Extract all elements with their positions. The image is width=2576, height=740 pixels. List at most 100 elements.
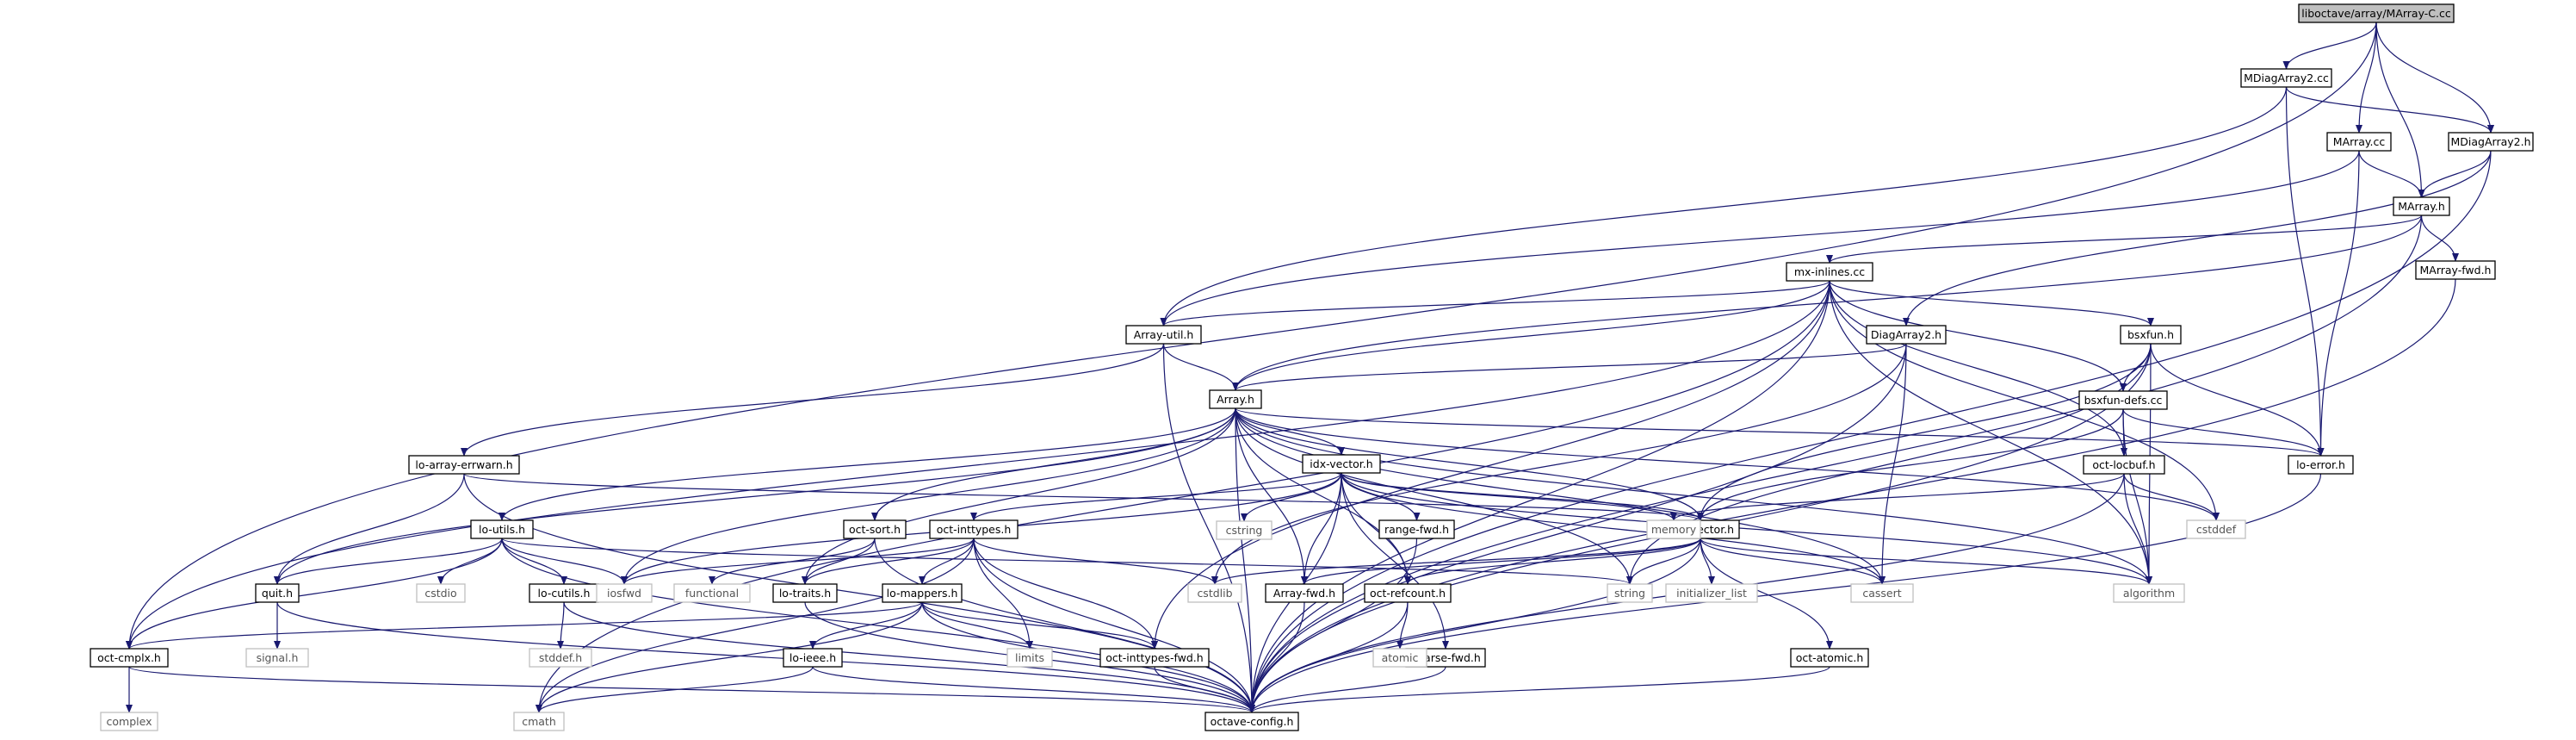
node-bsxfun_h[interactable]: bsxfun.h <box>2120 325 2182 345</box>
edge-oct_inttypes_h-to-oct_inttypes_fwd_h <box>973 538 1158 650</box>
edge-marray_h-to-marray_fwd_h <box>2420 215 2459 262</box>
node-range_fwd_h[interactable]: range-fwd.h <box>1378 519 1455 539</box>
node-lo_array_errwarn_h[interactable]: lo-array-errwarn.h <box>408 455 520 475</box>
edge-mx_inlines_cc-to-oct_cmplx_h <box>126 280 1830 650</box>
node-oct_locbuf_h[interactable]: oct-locbuf.h <box>2083 455 2165 475</box>
edge-marray_h-to-mx_inlines_cc <box>1826 215 2423 264</box>
node-marray_c_cc[interactable]: liboctave/array/MArray-C.cc <box>2298 3 2455 23</box>
node-oct_refcount_h[interactable]: oct-refcount.h <box>1364 583 1452 603</box>
node-label: oct-atomic.h <box>1796 651 1864 664</box>
node-label: octave-config.h <box>1211 715 1294 728</box>
edge-dim_vector_h-to-algorithm <box>1700 538 2152 585</box>
edge-lo_mappers_h-to-cmath <box>536 601 923 713</box>
node-label: liboctave/array/MArray-C.cc <box>2301 7 2451 20</box>
node-oct_atomic_h[interactable]: oct-atomic.h <box>1790 648 1869 668</box>
node-array_fwd_h[interactable]: Array-fwd.h <box>1265 583 1344 603</box>
edge-array_h-to-algorithm <box>1235 407 2152 585</box>
edge-mx_inlines_cc-to-array_util_h <box>1160 280 1830 326</box>
node-label: oct-refcount.h <box>1370 587 1446 600</box>
node-label: functional <box>685 587 739 600</box>
node-mx_inlines_cc[interactable]: mx-inlines.cc <box>1786 262 1873 282</box>
node-oct_cmplx_h[interactable]: oct-cmplx.h <box>90 648 169 668</box>
node-complex: complex <box>100 712 158 731</box>
edge-oct_refcount_h-to-octave_config_h <box>1248 601 1409 713</box>
node-oct_sort_h[interactable]: oct-sort.h <box>843 519 907 539</box>
node-array_h[interactable]: Array.h <box>1209 389 1262 409</box>
node-label: oct-cmplx.h <box>97 651 161 664</box>
node-oct_inttypes_h[interactable]: oct-inttypes.h <box>929 519 1019 539</box>
edge-mx_inlines_cc-to-bsxfun_h <box>1829 280 2154 326</box>
edge-lo_utils_h-to-quit_h <box>274 538 503 585</box>
node-diagarray2_h[interactable]: DiagArray2.h <box>1866 325 1947 345</box>
node-label: oct-inttypes-fwd.h <box>1105 651 1203 664</box>
edge-marray_c_cc-to-mdiagarray2_cc <box>2282 22 2377 70</box>
node-lo_mappers_h[interactable]: lo-mappers.h <box>882 583 963 603</box>
node-mdiagarray2_h[interactable]: MDiagArray2.h <box>2448 132 2534 152</box>
node-label: Array-fwd.h <box>1273 587 1335 600</box>
node-label: MDiagArray2.h <box>2451 135 2531 148</box>
node-lo_error_h[interactable]: lo-error.h <box>2288 455 2354 475</box>
edge-mdiagarray2_h-to-octave_config_h <box>1248 150 2492 713</box>
edge-oct_locbuf_h-to-memory <box>1670 473 2125 521</box>
node-label: bsxfun-defs.cc <box>2084 394 2163 407</box>
node-bsxfun_defs_cc[interactable]: bsxfun-defs.cc <box>2078 390 2168 410</box>
node-lo_cutils_h[interactable]: lo-cutils.h <box>529 583 599 603</box>
node-signal_h: signal.h <box>245 648 309 668</box>
node-marray_cc[interactable]: MArray.cc <box>2326 132 2392 152</box>
edge-range_fwd_h-to-octave_config_h <box>1248 538 1418 713</box>
edge-idx_vector_h-to-sparse_fwd_h <box>1341 472 1449 650</box>
edge-oct_inttypes_h-to-lo_mappers_h <box>919 538 975 585</box>
edge-bsxfun_h-to-lo_error_h <box>2150 343 2325 457</box>
node-memory: memory <box>1646 519 1701 539</box>
node-label: idx-vector.h <box>1310 457 1372 470</box>
node-lo_utils_h[interactable]: lo-utils.h <box>470 519 534 539</box>
node-label: MDiagArray2.cc <box>2244 72 2329 84</box>
node-label: lo-array-errwarn.h <box>415 458 512 471</box>
node-cstdio: cstdio <box>416 583 466 603</box>
node-label: bsxfun.h <box>2127 328 2174 341</box>
node-algorithm: algorithm <box>2113 583 2185 603</box>
node-marray_fwd_h[interactable]: MArray-fwd.h <box>2415 260 2496 280</box>
edge-bsxfun_defs_cc-to-lo_error_h <box>2122 408 2325 457</box>
node-label: memory <box>1651 523 1697 536</box>
node-label: oct-locbuf.h <box>2092 458 2155 471</box>
node-label: stddef.h <box>539 651 582 664</box>
edge-lo_ieee_h-to-octave_config_h <box>812 666 1255 713</box>
edge-marray_h-to-array_h <box>1232 215 2423 391</box>
node-array_util_h[interactable]: Array-util.h <box>1125 325 1202 345</box>
node-lo_ieee_h[interactable]: lo-ieee.h <box>783 648 843 668</box>
edge-dim_vector_h-to-cstdlib <box>1211 538 1701 585</box>
edge-lo_utils_h-to-lo_cutils_h <box>501 538 567 585</box>
edge-bsxfun_defs_cc-to-dim_vector_h <box>1697 408 2124 521</box>
node-cstring: cstring <box>1216 520 1273 540</box>
edge-oct_inttypes_h-to-iosfwd <box>621 538 975 585</box>
edge-oct_sort_h-to-octave_config_h <box>874 538 1255 713</box>
edge-marray_c_cc-to-oct_cmplx_h <box>126 22 2377 650</box>
node-label: DiagArray2.h <box>1871 328 1941 341</box>
edge-lo_cutils_h-to-stddef_h <box>557 601 565 650</box>
node-lo_traits_h[interactable]: lo-traits.h <box>772 583 838 603</box>
node-iosfwd: iosfwd <box>596 583 653 603</box>
node-oct_inttypes_fwd_h[interactable]: oct-inttypes-fwd.h <box>1099 648 1210 668</box>
edge-lo_ieee_h-to-cmath <box>536 666 814 713</box>
edge-lo_array_errwarn_h-to-quit_h <box>274 473 465 585</box>
edge-diagarray2_h-to-octave_config_h <box>1248 343 1907 713</box>
node-label: lo-cutils.h <box>538 587 591 600</box>
node-label: lo-traits.h <box>779 587 831 600</box>
node-label: cmath <box>522 715 556 728</box>
node-mdiagarray2_cc[interactable]: MDiagArray2.cc <box>2240 68 2332 88</box>
node-quit_h[interactable]: quit.h <box>255 583 300 603</box>
node-octave_config_h[interactable]: octave-config.h <box>1204 712 1299 731</box>
edge-marray_cc-to-array_util_h <box>1160 150 2360 326</box>
edge-mdiagarray2_cc-to-mdiagarray2_h <box>2285 86 2494 134</box>
node-marray_h[interactable]: MArray.h <box>2393 196 2450 216</box>
edge-lo_utils_h-to-oct_cmplx_h <box>126 538 503 650</box>
edge-lo_utils_h-to-iosfwd <box>501 538 628 585</box>
edge-idx_vector_h-to-dim_vector_h <box>1341 472 1704 521</box>
node-label: string <box>1614 587 1645 600</box>
node-label: atomic <box>1382 651 1419 664</box>
node-idx_vector_h[interactable]: idx-vector.h <box>1302 454 1381 474</box>
node-string: string <box>1607 583 1653 603</box>
edge-idx_vector_h-to-memory <box>1341 472 1677 521</box>
